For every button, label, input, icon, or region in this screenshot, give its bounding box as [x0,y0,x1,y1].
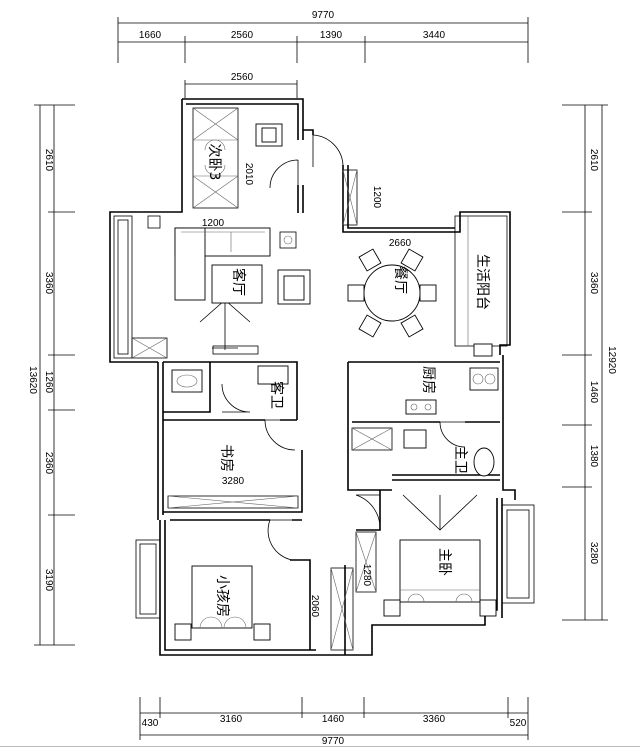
dim-1280: 1280 [361,564,372,587]
dim-bottom-2: 3160 [220,714,243,725]
dim-right-1: 2610 [588,149,599,172]
dim-2060: 2060 [309,595,320,618]
room-master-bath: 主卫 [452,446,468,474]
bottom-dimensions: 430 3160 1460 3360 520 9770 [139,697,529,747]
fixtures [171,343,499,477]
dining-furniture [347,248,437,338]
dim-bottom-4: 3360 [423,714,446,725]
room-child: 小孩房 [214,575,230,617]
dim-left-4: 2360 [43,452,54,475]
page-divider [0,746,640,747]
room-study: 书房 [218,444,234,472]
dim-right-total: 12920 [606,346,617,374]
dim-left-3: 1260 [43,371,54,394]
dim-top-2: 2560 [231,30,254,41]
room-service-balcony: 生活阳台 [474,254,490,310]
beds [174,539,497,641]
dim-3280: 3280 [222,476,245,487]
dim-2660: 2660 [389,238,412,249]
dim-right-4: 1380 [588,445,599,468]
dim-left-1: 2610 [43,149,54,172]
dim-right-2: 3360 [588,272,599,295]
dim-inner-top: 2560 [231,72,254,83]
dim-1200-corridor: 1200 [371,186,382,209]
room-kitchen: 厨房 [420,366,436,394]
room-bedroom3: 次卧3 [206,144,222,181]
cabinets [131,107,393,651]
dim-right-5: 3280 [588,542,599,565]
top-dimensions: 9770 1660 2560 1390 3440 2560 [117,10,529,98]
room-dining: 餐厅 [392,266,408,294]
dim-bottom-5: 520 [510,718,527,729]
doors [199,134,478,561]
living-furniture [174,227,311,305]
dim-top-total: 9770 [312,10,335,21]
room-master-bedroom: 主卧 [436,548,452,576]
dim-left-total: 13620 [27,366,38,394]
inner-dimensions: 2010 1200 1200 2660 3280 2060 1280 [202,163,412,618]
dim-top-1: 1660 [139,30,162,41]
right-dimensions: 2610 3360 1460 1380 3280 12920 [562,104,617,621]
room-labels: 次卧3 客厅 餐厅 生活阳台 客卫 厨房 书房 主卫 小孩房 主卧 [206,144,490,617]
dim-top-4: 3440 [423,30,446,41]
dim-left-5: 3190 [43,569,54,592]
dim-left-2: 3360 [43,272,54,295]
left-dimensions: 2610 3360 1260 2360 3190 13620 [27,104,75,646]
room-living: 客厅 [230,268,247,296]
dim-2010: 2010 [243,163,254,186]
room-guest-bath: 客卫 [268,381,285,409]
dim-1200-living: 1200 [202,218,225,229]
dim-bottom-3: 1460 [322,714,345,725]
bedroom3-furniture [204,123,283,176]
dim-right-3: 1460 [588,381,599,404]
dim-bottom-1: 430 [142,718,159,729]
dim-bottom-total: 9770 [322,736,345,747]
dim-top-3: 1390 [320,30,343,41]
